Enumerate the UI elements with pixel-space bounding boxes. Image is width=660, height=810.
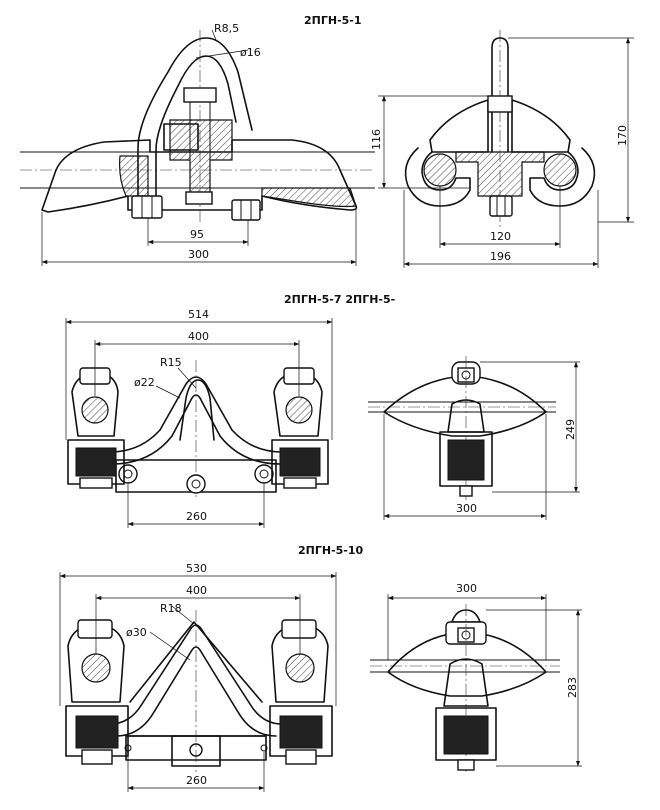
drawing-3-dim-300: 300 <box>456 582 477 595</box>
drawing-1-dim-196: 196 <box>490 250 511 263</box>
drawing-2-dim-249: 249 <box>564 419 577 440</box>
drawing-3-radius-label: R18 <box>160 602 182 615</box>
drawing-1-dim-300: 300 <box>188 248 209 261</box>
drawing-2-dim-400: 400 <box>188 330 209 343</box>
drawing-3-front-view <box>59 572 337 792</box>
drawing-3-title: 2ПГН-5-10 <box>298 544 364 557</box>
drawing-2-title: 2ПГН-5-7 2ПГН-5- <box>284 293 395 306</box>
drawing-1-front-view <box>20 29 375 266</box>
drawing-3-dim-530: 530 <box>186 562 207 575</box>
drawing-2-dim-300: 300 <box>456 502 477 515</box>
drawing-3-dim-283: 283 <box>566 677 579 698</box>
drawing-2-radius-label: R15 <box>160 356 182 369</box>
drawing-2-dim-260: 260 <box>186 510 207 523</box>
drawing-1-dim-170: 170 <box>616 125 629 146</box>
drawing-2-side-view <box>368 356 580 520</box>
drawing-1-title: 2ПГН-5-1 <box>304 14 362 27</box>
drawing-3-dim-400: 400 <box>186 584 207 597</box>
drawing-1-diameter-label: ø16 <box>240 46 261 59</box>
drawing-2-front-view <box>65 318 333 528</box>
drawing-2-dim-514: 514 <box>188 308 209 321</box>
drawing-1-dim-95: 95 <box>190 228 204 241</box>
drawing-2-diameter-label: ø22 <box>134 376 155 389</box>
drawing-3-diameter-label: ø30 <box>126 626 147 639</box>
drawing-1-radius-label: R8,5 <box>214 22 239 35</box>
drawing-3-dim-260: 260 <box>186 774 207 787</box>
drawing-1-side-view <box>378 30 634 268</box>
drawing-3-side-view <box>370 594 582 772</box>
drawing-1-dim-116: 116 <box>370 129 383 150</box>
drawing-1-dim-120: 120 <box>490 230 511 243</box>
